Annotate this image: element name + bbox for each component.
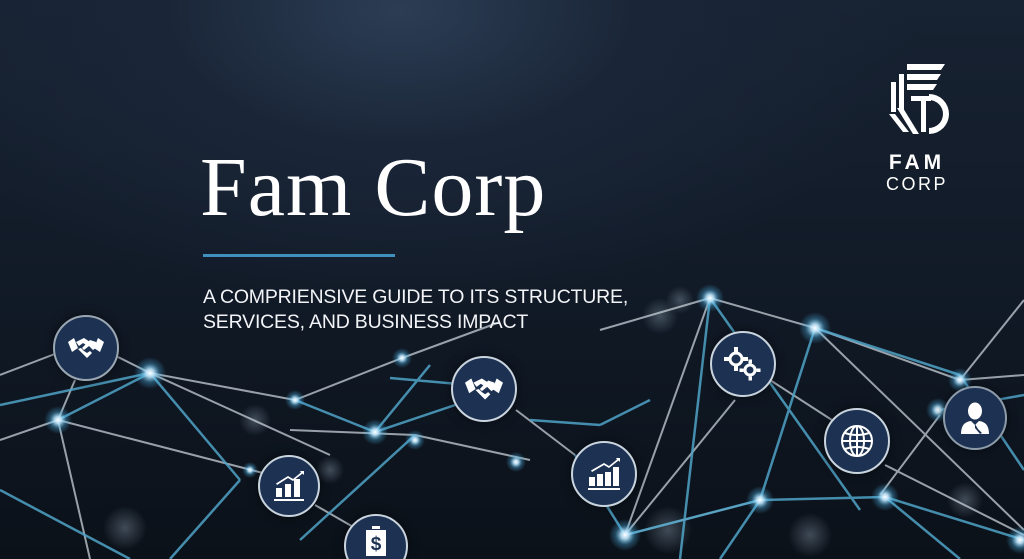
svg-text:$: $ [371, 534, 382, 555]
handshake-icon [68, 338, 104, 358]
globe-node [824, 408, 890, 474]
business-person-node [943, 386, 1007, 450]
growth-chart-icon [274, 471, 304, 501]
network-lines-white [0, 297, 1024, 559]
fc-monogram-icon [889, 64, 949, 134]
subtitle-line-2: SERVICES, AND BUSINESS IMPACT [203, 311, 529, 333]
money-bag-node: $ [344, 514, 408, 559]
handshake-icon [465, 378, 503, 400]
logo-word-corp: CORP [885, 174, 948, 194]
growth-chart-node [571, 441, 637, 507]
growth-chart-icon [588, 458, 620, 490]
subtitle-line-1: A COMPRIENSIVE GUIDE TO ITS STRUCTURE, [203, 286, 629, 308]
bokeh-layer [103, 286, 983, 557]
business-person-icon [961, 402, 989, 434]
network-glow-nodes [44, 284, 1024, 554]
growth-chart-node [258, 455, 320, 517]
page-title: Fam Corp [200, 141, 547, 234]
title-underline [203, 254, 395, 257]
logo-word-fam: FAM [888, 151, 946, 174]
globe-icon [841, 425, 873, 457]
subtitle: A COMPRIENSIVE GUIDE TO ITS STRUCTURE, S… [203, 285, 628, 335]
brand-logo: FAM CORP [872, 60, 962, 194]
handshake-node [451, 356, 517, 422]
gears-node [710, 331, 776, 397]
money-bag-icon: $ [366, 526, 386, 556]
gears-icon [724, 347, 761, 381]
handshake-node [53, 315, 119, 381]
